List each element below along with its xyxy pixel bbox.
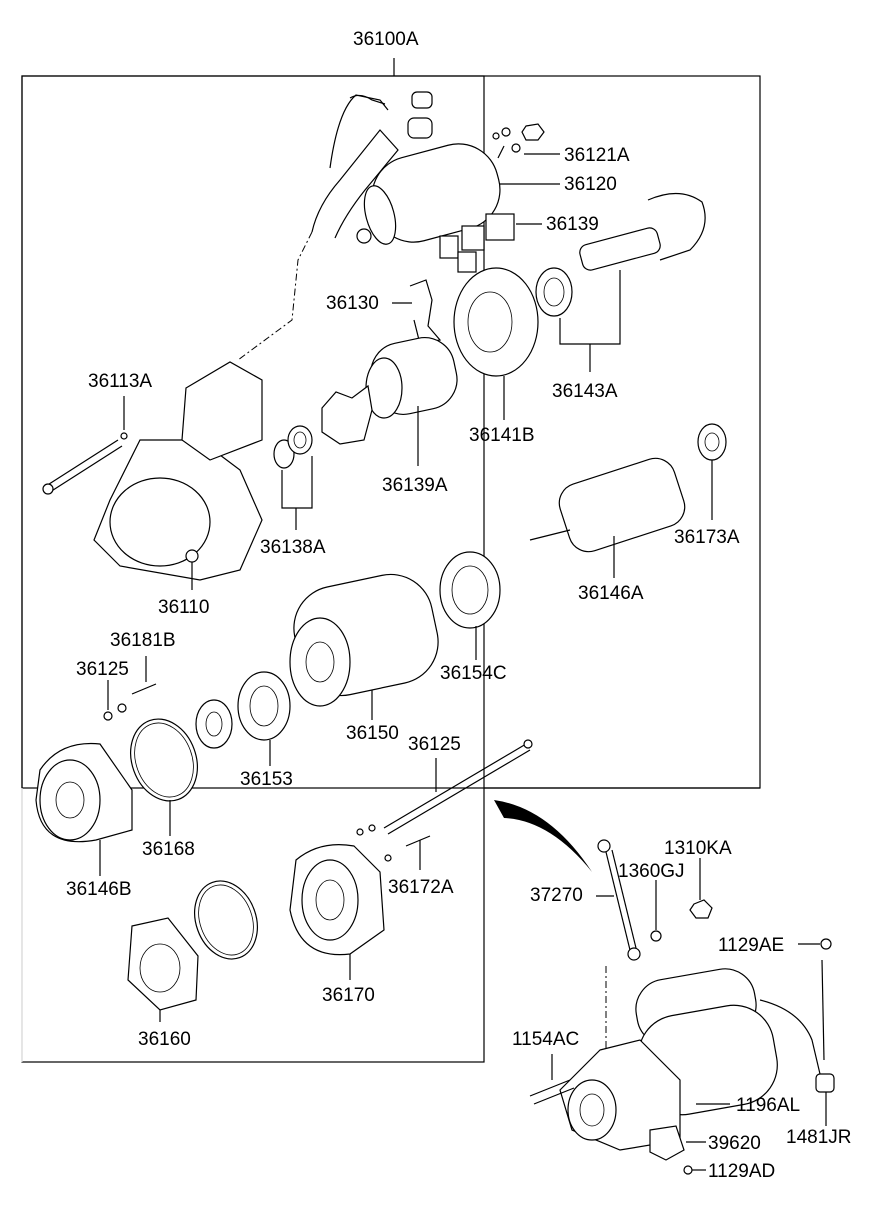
plate-part — [453, 267, 539, 420]
label-36181B: 36181B — [110, 630, 176, 651]
label-36154C: 36154C — [440, 663, 507, 684]
contact-set-part — [439, 213, 542, 273]
label-36153: 36153 — [240, 769, 293, 790]
end-cover-part — [35, 718, 198, 876]
label-36146B: 36146B — [66, 879, 132, 900]
label-36150: 36150 — [346, 723, 399, 744]
clutch-part — [321, 279, 458, 466]
label-36168: 36168 — [142, 839, 195, 860]
label-39620: 39620 — [708, 1133, 761, 1154]
label-36121A: 36121A — [564, 145, 630, 166]
label-1310KA: 1310KA — [664, 838, 732, 859]
label-36160: 36160 — [138, 1029, 191, 1050]
label-1196AL: 1196AL — [736, 1095, 801, 1116]
cable-part — [596, 839, 713, 961]
housing-part — [42, 361, 263, 590]
brush-holder-part — [127, 880, 258, 1022]
pointer-arrow — [494, 800, 592, 872]
rear-housing-part — [289, 824, 431, 980]
label-36125-top: 36125 — [76, 659, 129, 680]
label-1360GJ: 1360GJ — [618, 861, 685, 882]
label-36120: 36120 — [564, 174, 617, 195]
label-36146A: 36146A — [578, 583, 644, 604]
label-36170: 36170 — [322, 985, 375, 1006]
label-36139A: 36139A — [382, 475, 448, 496]
yoke-part — [195, 551, 501, 766]
label-36141B: 36141B — [469, 425, 535, 446]
screw-part — [103, 656, 157, 721]
through-bolt-part — [383, 739, 533, 835]
label-36138A: 36138A — [260, 537, 326, 558]
armature-part — [529, 423, 727, 578]
drive-shaft-part — [535, 192, 706, 372]
label-36130: 36130 — [326, 293, 379, 314]
label-36172A: 36172A — [388, 877, 454, 898]
assembled-starter-part — [529, 938, 835, 1175]
label-1154AC: 1154AC — [512, 1029, 580, 1050]
label-36143A: 36143A — [552, 381, 618, 402]
label-36125-bolt: 36125 — [408, 734, 461, 755]
label-37270: 37270 — [530, 885, 583, 906]
label-1129AD: 1129AD — [708, 1161, 776, 1182]
label-36113A: 36113A — [88, 371, 153, 392]
label-36139: 36139 — [546, 214, 599, 235]
label-1129AE: 1129AE — [718, 935, 785, 956]
ring-part — [273, 425, 313, 530]
label-36110: 36110 — [158, 597, 210, 618]
solenoid-part — [311, 91, 560, 245]
label-1481JR: 1481JR — [786, 1127, 852, 1148]
label-36100A: 36100A — [353, 29, 419, 50]
label-36173A: 36173A — [674, 527, 740, 548]
